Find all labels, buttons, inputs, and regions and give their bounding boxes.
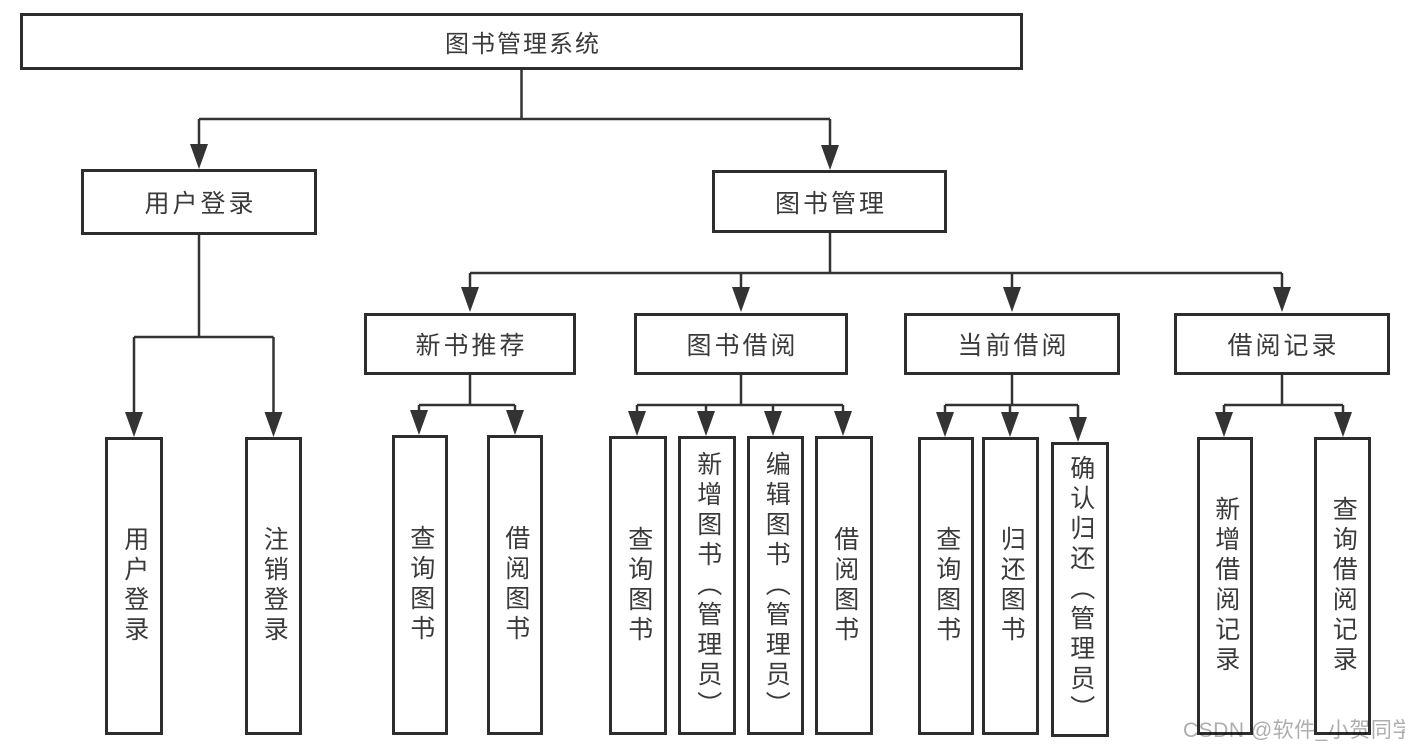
node-label: 新增图书（管理员） — [693, 450, 722, 721]
node-label: 查询借阅记录 — [1329, 496, 1358, 676]
leaf-recommend-query-books: 查询图书 — [392, 435, 448, 735]
node-label: 查询图书 — [932, 526, 961, 646]
leaf-current-confirm-return-admin: 确认归还（管理员） — [1051, 442, 1109, 737]
node-label: 用户登录 — [120, 526, 149, 646]
node-label: 确认归还（管理员） — [1066, 454, 1095, 725]
node-current-borrowing: 当前借阅 — [904, 313, 1120, 375]
leaf-records-add-record: 新增借阅记录 — [1197, 437, 1253, 735]
node-label: 查询图书 — [624, 525, 653, 646]
leaf-borrow-add-books-admin: 新增图书（管理员） — [678, 436, 736, 735]
node-label: 图书管理 — [774, 189, 887, 218]
node-label: 新书推荐 — [415, 332, 528, 360]
node-label: 编辑图书（管理员） — [762, 450, 791, 721]
leaf-borrow-query-books: 查询图书 — [609, 436, 667, 735]
leaf-records-query-record: 查询借阅记录 — [1314, 437, 1371, 735]
node-label: 归还图书 — [997, 526, 1026, 646]
leaf-logout-login: 注销登录 — [245, 437, 302, 735]
node-label: 注销登录 — [260, 526, 289, 646]
node-user-login-branch: 用户登录 — [81, 169, 317, 235]
node-label: 图书借阅 — [686, 332, 799, 360]
leaf-borrow-borrow-books: 借阅图书 — [815, 436, 873, 735]
node-label: 用户登录 — [144, 190, 257, 218]
node-borrowing-records: 借阅记录 — [1174, 313, 1390, 375]
leaf-recommend-borrow-books: 借阅图书 — [487, 435, 543, 735]
node-label: 当前借阅 — [957, 332, 1070, 360]
node-library-management-system: 图书管理系统 — [20, 13, 1023, 70]
leaf-user-login: 用户登录 — [105, 437, 163, 735]
node-label: 图书管理系统 — [445, 31, 601, 58]
leaf-current-return-books: 归还图书 — [982, 437, 1039, 735]
node-label: 新增借阅记录 — [1211, 496, 1240, 676]
node-label: 查询图书 — [406, 525, 435, 645]
node-label: 借阅记录 — [1227, 332, 1340, 360]
node-label: 借阅图书 — [830, 525, 859, 646]
leaf-current-query-books: 查询图书 — [918, 437, 974, 735]
node-label: 借阅图书 — [501, 525, 530, 645]
leaf-borrow-edit-books-admin: 编辑图书（管理员） — [747, 436, 804, 735]
node-book-borrowing: 图书借阅 — [634, 313, 848, 375]
csdn-watermark: CSDN @软件_小贺同学 — [1183, 719, 1405, 742]
node-new-book-recommend: 新书推荐 — [364, 313, 576, 375]
node-book-management-branch: 图书管理 — [712, 170, 947, 233]
